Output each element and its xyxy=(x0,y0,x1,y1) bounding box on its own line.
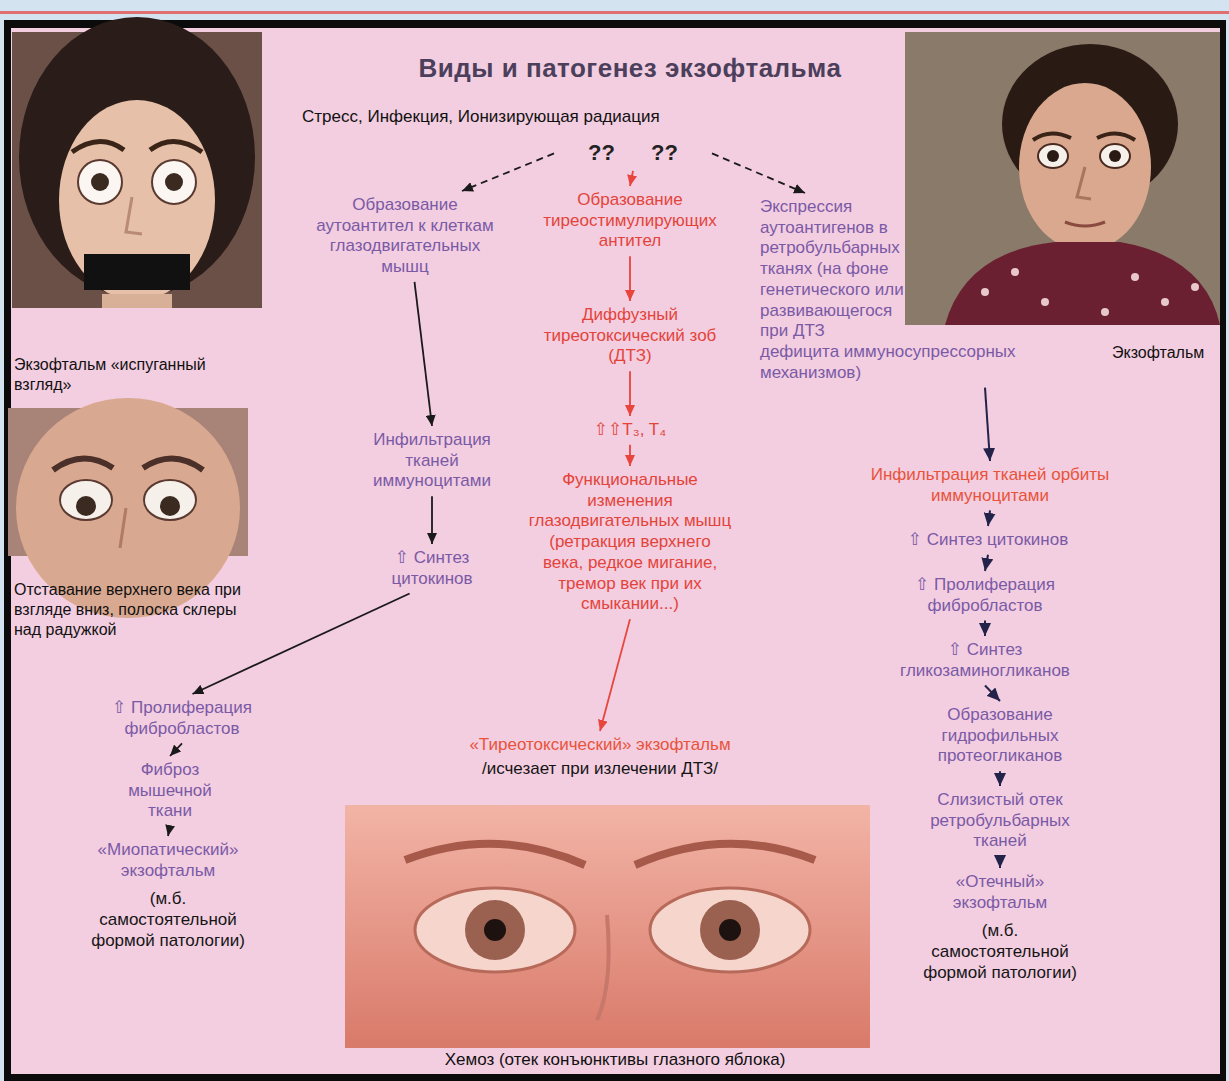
flow-step: ⇧ Пролиферация фибробластов xyxy=(885,575,1085,616)
step-text: ⇧ Синтез цитокинов xyxy=(376,548,488,589)
step-text: ⇧ Пролиферация фибробластов xyxy=(77,698,287,739)
frame xyxy=(4,20,1226,1081)
flow-arrow xyxy=(415,282,433,426)
flow-arrow xyxy=(985,555,988,571)
photo-woman xyxy=(905,32,1220,325)
flow-step: Слизистый отек ретробульбарных тканей xyxy=(915,790,1085,852)
flow-arrow xyxy=(630,171,633,186)
flow-arrow xyxy=(600,619,630,731)
step-text: ?? ?? xyxy=(558,140,708,167)
flow-step: «Тиреотоксический» экзофтальм/исчезает п… xyxy=(420,735,780,779)
flow-step: Диффузный тиреотоксический зоб (ДТЗ) xyxy=(538,305,723,367)
flow-step: «Отечный» экзофтальм (м.б. самостоятельно… xyxy=(915,872,1085,984)
step-text: Слизистый отек ретробульбарных тканей xyxy=(915,790,1085,852)
flow-step: ⇧ Синтез цитокинов xyxy=(376,548,488,589)
flow-step: ⇧ Пролиферация фибробластов xyxy=(77,698,287,739)
flow-arrow xyxy=(985,685,1000,701)
flow-arrow xyxy=(712,153,805,193)
step-text: ⇧ Синтез гликозаминогликанов xyxy=(875,640,1095,681)
flow-arrow xyxy=(629,256,631,301)
wrap-spacer xyxy=(905,197,1210,325)
step-text: Диффузный тиреотоксический зоб (ДТЗ) xyxy=(538,305,723,367)
step-text: Функциональные изменения глазодвигательн… xyxy=(528,470,733,615)
flow-step: ⇧ Синтез гликозаминогликанов xyxy=(875,640,1095,681)
top-strip xyxy=(0,0,1229,20)
flow-step: ?? ?? xyxy=(558,140,708,167)
flow-arrow xyxy=(431,496,433,544)
flow-step: Образование тиреостимулирующих антител xyxy=(533,190,728,252)
flow-step: Фиброз мышечной ткани xyxy=(114,760,226,822)
step-text: Инфильтрация тканей иммуноцитами xyxy=(357,430,507,492)
flow-arrow xyxy=(168,826,170,836)
flow-arrow xyxy=(984,620,986,636)
photo-frightened xyxy=(12,17,262,308)
flow-arrow xyxy=(629,445,631,466)
step-text: ⇧⇧T₃, T₄ xyxy=(570,420,690,441)
caption-label: Экзофтальм xyxy=(1112,343,1217,363)
step-text: «Тиреотоксический» экзофтальм xyxy=(420,735,780,756)
step-text: Образование тиреостимулирующих антител xyxy=(533,190,728,252)
flow-step: Образование аутоантител к клеткам глазод… xyxy=(310,195,500,278)
caption-label: Хемоз (отек конъюнктивы глазного яблока) xyxy=(350,1049,880,1070)
flow-arrow xyxy=(988,510,990,526)
step-text: ⇧ Пролиферация фибробластов xyxy=(885,575,1085,616)
step-text: Образование гидрофильных протеогликанов xyxy=(915,705,1085,767)
step-text: «Миопатический» экзофтальм xyxy=(83,840,253,881)
step-text: ⇧ Синтез цитокинов xyxy=(888,530,1088,551)
diagram-title: Виды и патогенез экзофтальма xyxy=(330,52,930,85)
flow-arrow xyxy=(999,856,1001,868)
flow-step: Образование гидрофильных протеогликанов xyxy=(915,705,1085,767)
pink-panel xyxy=(11,28,1220,1074)
flow-step: Функциональные изменения глазодвигательн… xyxy=(528,470,733,615)
flow-step: «Миопатический» экзофтальм (м.б. самостоя… xyxy=(83,840,253,952)
caption-label: Стресс, Инфекция, Ионизирующая радиация xyxy=(302,106,822,127)
step-text: Образование аутоантител к клеткам глазод… xyxy=(310,195,500,278)
step-text: «Отечный» экзофтальм xyxy=(915,872,1085,913)
flow-arrow xyxy=(999,771,1001,786)
flow-arrow xyxy=(629,371,631,416)
photo-chemosis xyxy=(345,805,870,1048)
step-text: Фиброз мышечной ткани xyxy=(114,760,226,822)
flow-step: ⇧ Синтез цитокинов xyxy=(888,530,1088,551)
step-note: (м.б. самостоятельной формой патологии) xyxy=(83,889,253,951)
step-note: /исчезает при излечении ДТЗ/ xyxy=(420,759,780,780)
flow-arrow xyxy=(985,388,990,461)
flow-arrow xyxy=(170,743,182,756)
flow-step: ⇧⇧T₃, T₄ xyxy=(570,420,690,441)
flow-step: Инфильтрация тканей орбиты иммуноцитами xyxy=(840,465,1140,506)
caption-label: Отставание верхнего века при взгляде вни… xyxy=(14,580,252,640)
flow-arrow xyxy=(462,153,554,191)
step-note: (м.б. самостоятельной формой патологии) xyxy=(915,921,1085,983)
top-rule xyxy=(0,11,1229,14)
step-text: Инфильтрация тканей орбиты иммуноцитами xyxy=(840,465,1140,506)
caption-label: Экзофтальм «испуганный взгляд» xyxy=(14,355,254,395)
flow-step: Инфильтрация тканей иммуноцитами xyxy=(357,430,507,492)
